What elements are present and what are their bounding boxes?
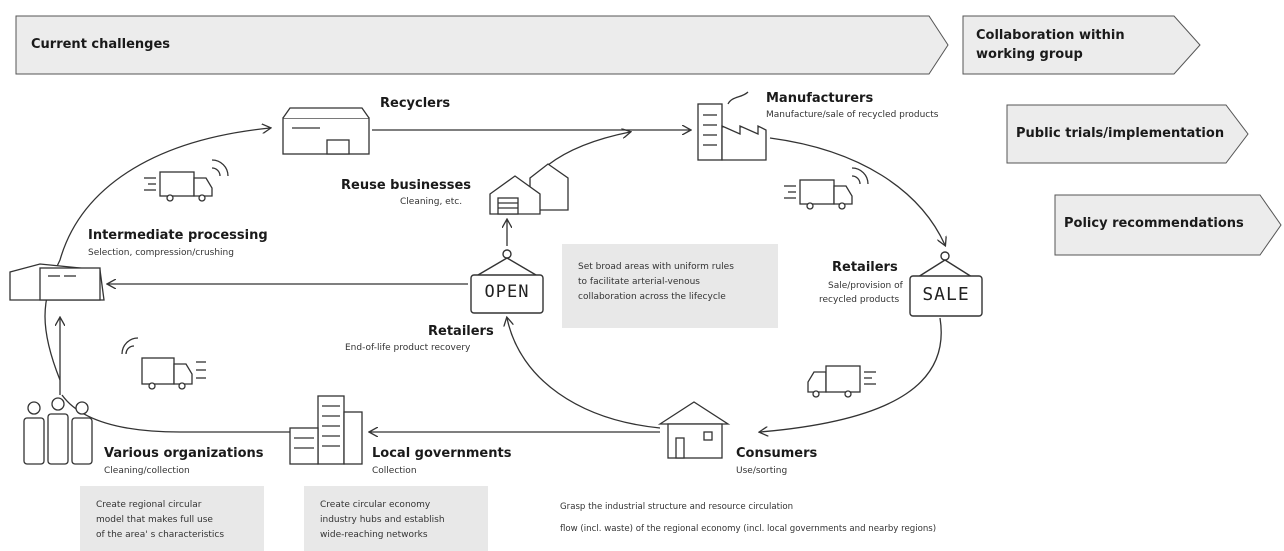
node-sub-retailers-right-1: Sale/provision of bbox=[828, 281, 903, 291]
note-line: Create circular economy bbox=[320, 500, 431, 510]
banner-arrow-shape bbox=[1054, 194, 1282, 256]
node-title-organizations: Various organizations bbox=[104, 446, 264, 461]
note-box-mid: Create circular economy industry hubs an… bbox=[304, 486, 488, 551]
note-line: model that makes full use bbox=[96, 515, 213, 525]
warehouse-icon bbox=[282, 107, 370, 155]
node-sub-retailers-right-2: recycled products bbox=[819, 295, 900, 305]
node-sub-manufacturers: Manufacture/sale of recycled products bbox=[766, 110, 939, 120]
node-title-retailers-right: Retailers bbox=[832, 260, 898, 275]
banner-label-line1: Collaboration within bbox=[976, 28, 1125, 43]
left-arc bbox=[44, 128, 270, 381]
factory-icon bbox=[9, 263, 105, 301]
sale-sign-text: SALE bbox=[922, 284, 970, 305]
reuse-to-manufacturers bbox=[547, 132, 630, 166]
banner-current-challenges: Current challenges bbox=[15, 15, 950, 75]
node-sub-retailers-mid: End-of-life product recovery bbox=[345, 343, 471, 353]
banner-label: Current challenges bbox=[31, 37, 171, 52]
inner-arc-up bbox=[507, 318, 661, 429]
right-lower-arc bbox=[760, 317, 942, 432]
banner-label: Public trials/implementation bbox=[1016, 126, 1225, 141]
banner-arrow-shape bbox=[15, 15, 949, 75]
note-line: Create regional circular bbox=[96, 500, 202, 510]
shop-sign-icon bbox=[470, 249, 544, 314]
truck-icon bbox=[784, 167, 869, 210]
node-title-manufacturers: Manufacturers bbox=[766, 91, 874, 106]
node-sub-local-gov: Collection bbox=[372, 466, 417, 476]
node-sub-organizations: Cleaning/collection bbox=[104, 466, 190, 476]
node-sub-intermediate: Selection, compression/crushing bbox=[88, 248, 234, 258]
shop-sign-icon bbox=[909, 251, 983, 317]
factory-icon bbox=[697, 91, 767, 161]
truck-icon bbox=[121, 337, 206, 390]
note-box-left: Create regional circular model that make… bbox=[80, 486, 264, 551]
people-icon bbox=[23, 397, 93, 465]
note-box-center: Set broad areas with uniform rules to fa… bbox=[562, 244, 778, 328]
node-sub-reuse: Cleaning, etc. bbox=[400, 197, 463, 207]
house-icon bbox=[489, 163, 569, 215]
node-title-consumers: Consumers bbox=[736, 446, 818, 461]
truck-icon bbox=[807, 365, 876, 398]
note-line: wide-reaching networks bbox=[320, 530, 428, 540]
banner-public-trials: Public trials/implementation bbox=[1006, 104, 1250, 164]
right-upper-arc bbox=[769, 137, 945, 245]
node-title-local-gov: Local governments bbox=[372, 446, 512, 461]
note-line: of the area' s characteristics bbox=[96, 530, 225, 540]
open-sign-text: OPEN bbox=[484, 282, 530, 302]
bottom-note-line1: Grasp the industrial structure and resou… bbox=[560, 502, 794, 512]
banner-arrow-shape bbox=[1006, 104, 1249, 164]
banner-label: Policy recommendations bbox=[1064, 216, 1244, 231]
banner-label-line2: working group bbox=[976, 47, 1083, 62]
outer-loop-lines bbox=[44, 128, 945, 433]
truck-icon bbox=[144, 159, 229, 202]
node-title-intermediate: Intermediate processing bbox=[88, 228, 268, 243]
banner-collaboration: Collaboration within working group bbox=[962, 15, 1202, 75]
building-icon bbox=[289, 395, 363, 465]
house-icon bbox=[657, 401, 731, 459]
note-line: collaboration across the lifecycle bbox=[578, 292, 726, 302]
node-title-reuse: Reuse businesses bbox=[341, 178, 472, 193]
note-line: Set broad areas with uniform rules bbox=[578, 262, 734, 272]
bottom-note-line2: flow (incl. waste) of the regional econo… bbox=[560, 524, 937, 534]
note-line: industry hubs and establish bbox=[320, 515, 445, 525]
node-title-recyclers: Recyclers bbox=[380, 96, 451, 111]
node-title-retailers-mid: Retailers bbox=[428, 324, 494, 339]
note-line: to facilitate arterial-venous bbox=[578, 277, 700, 287]
bottom-line-b bbox=[61, 394, 290, 433]
node-sub-consumers: Use/sorting bbox=[736, 466, 788, 476]
banner-arrow-shape bbox=[962, 15, 1201, 75]
banner-policy: Policy recommendations bbox=[1054, 194, 1283, 256]
